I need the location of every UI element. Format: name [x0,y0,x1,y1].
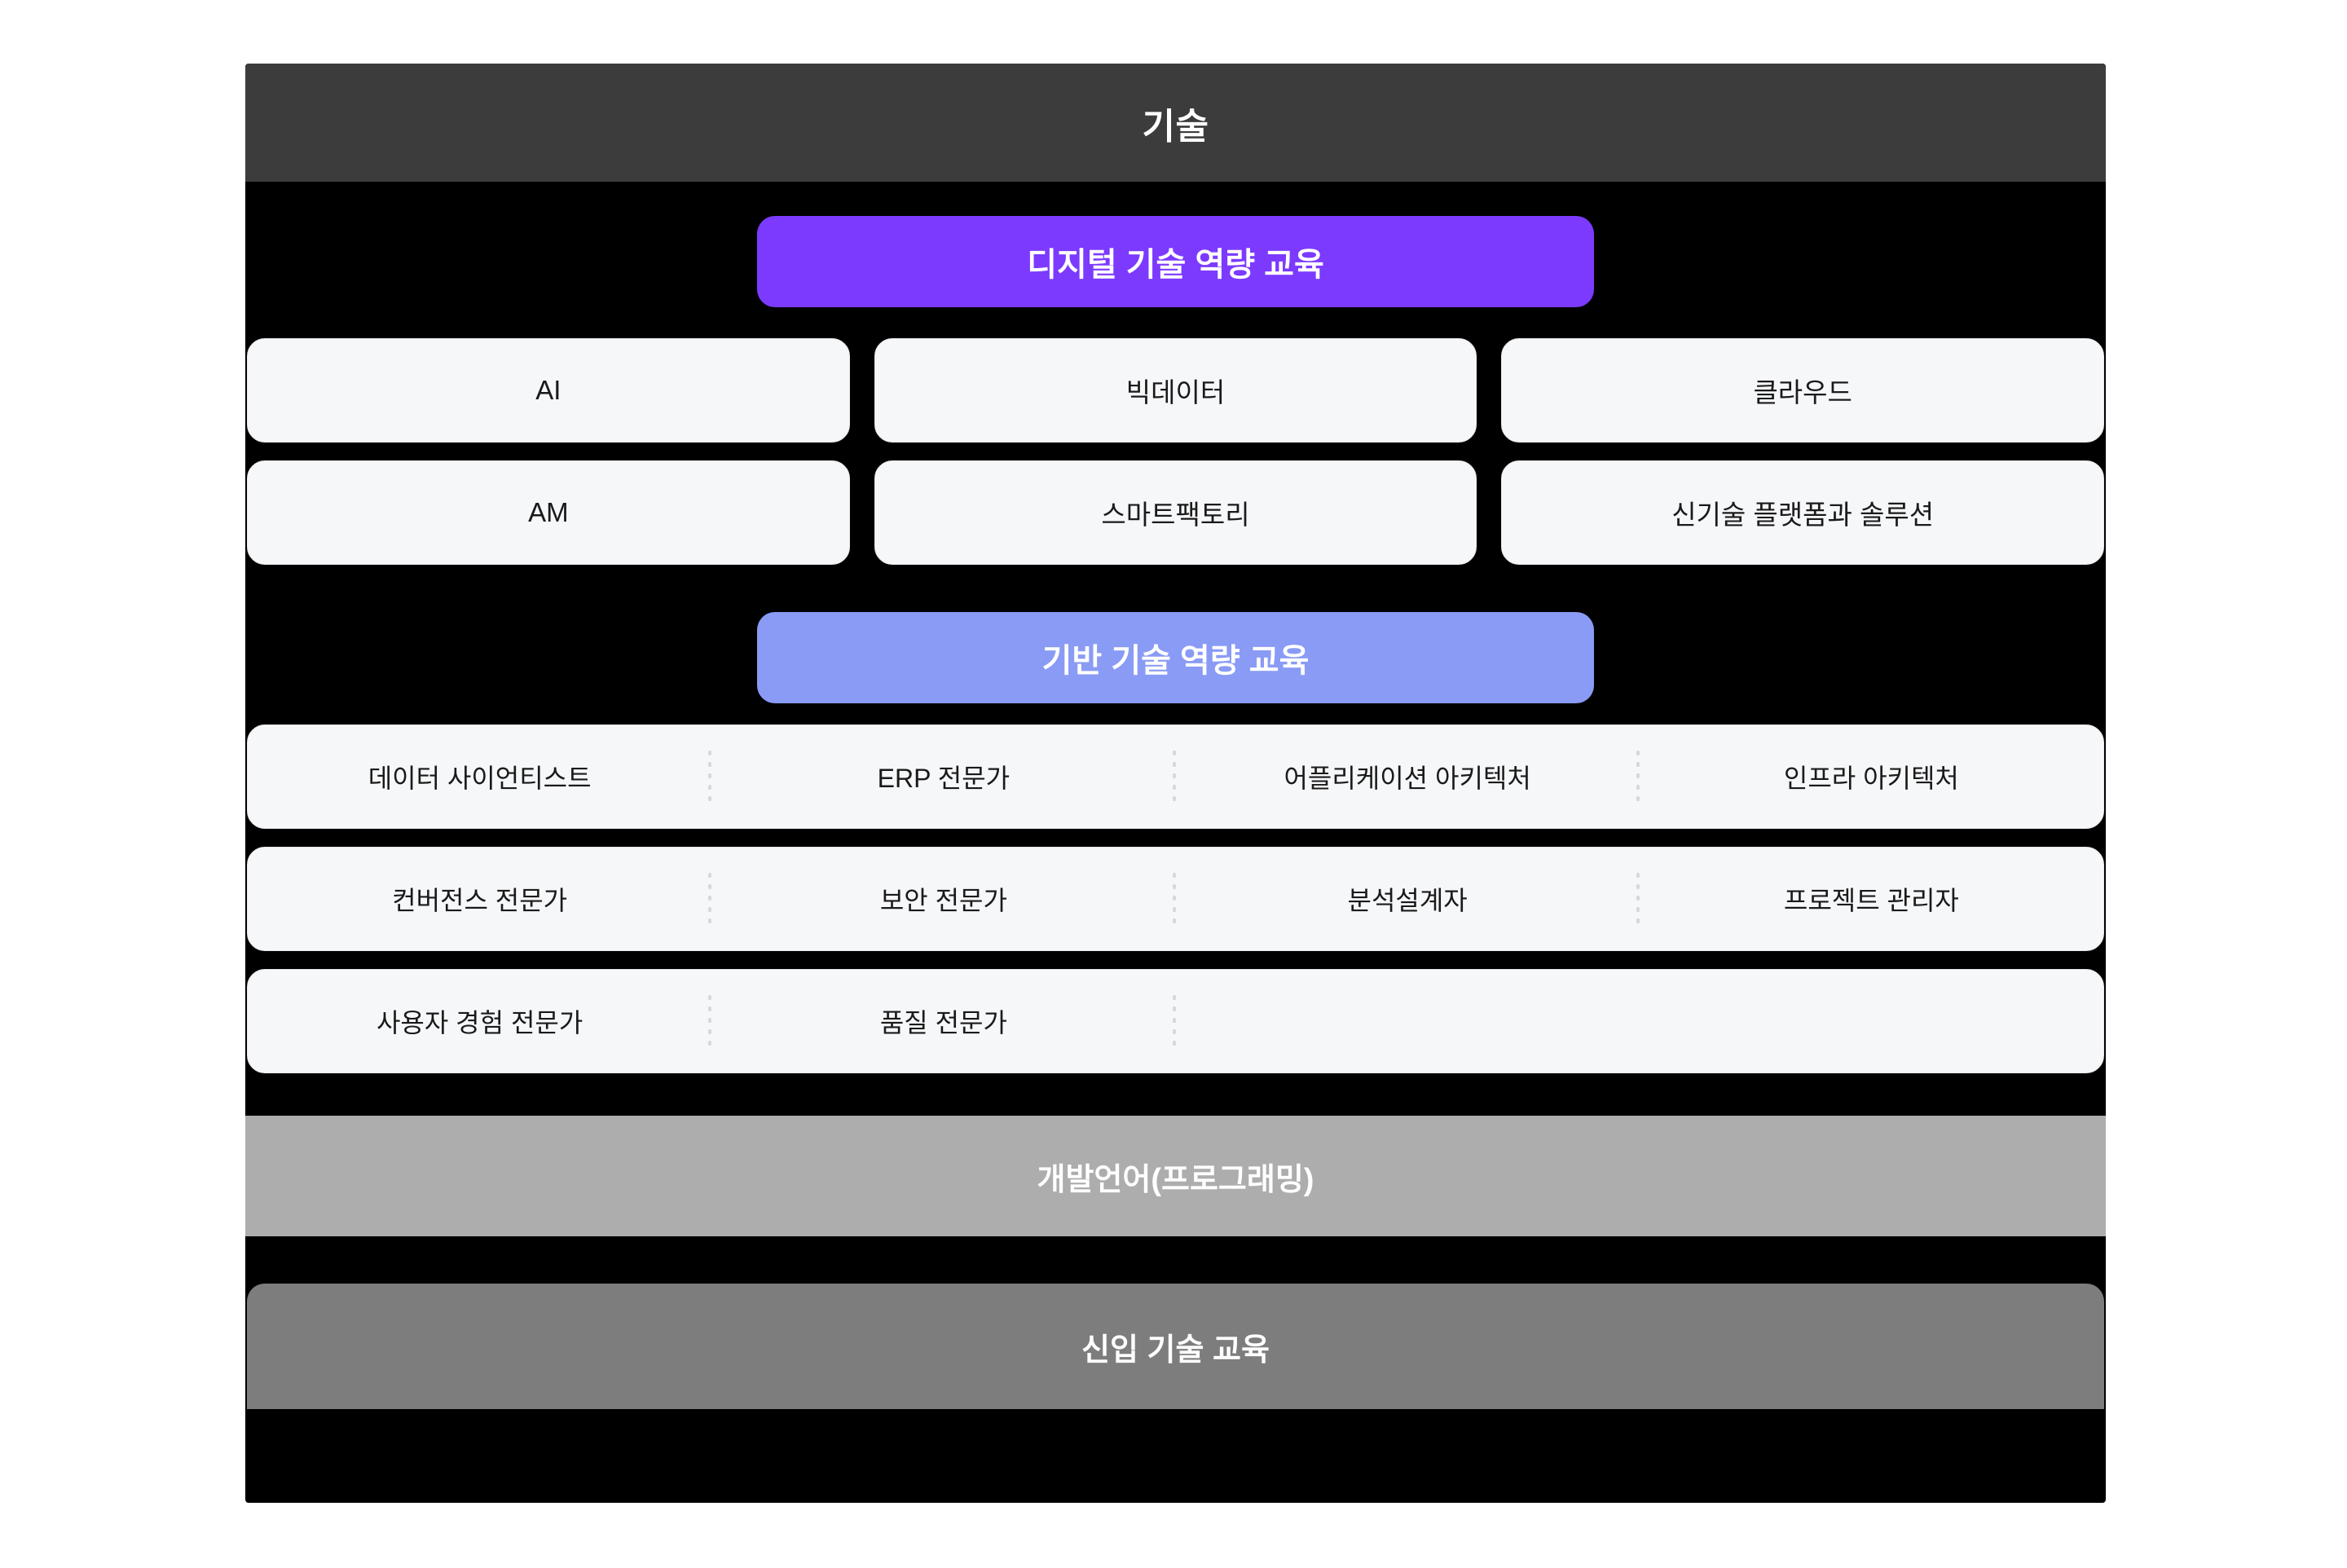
digital-competency-banner[interactable]: 디지털 기술 역량 교육 [757,216,1594,307]
board-header: 기술 [245,64,2106,182]
role-project-manager[interactable]: 프로젝트 관리자 [1640,848,2103,950]
card-label: 스마트팩토리 [1101,500,1250,530]
digital-card-grid: AI 빅데이터 클라우드 AM 스마트팩토리 신기술 플랫폼과 솔루션 [245,338,2106,565]
programming-language-bar[interactable]: 개발언어(프로그래밍) [245,1116,2106,1236]
base-banner-label: 기반 기술 역량 교육 [1041,643,1310,679]
newcomer-bar-wrap: 신입 기술 교육 [245,1284,2106,1409]
role-empty-slot [1640,970,2103,1072]
role-label: 프로젝트 관리자 [1783,886,1959,915]
role-analysis-designer[interactable]: 분석설계자 [1176,848,1640,950]
role-label: 보안 전문가 [879,886,1007,915]
role-label: ERP 전문가 [877,764,1011,793]
card-ai[interactable]: AI [247,338,850,443]
card-label: 신기술 플랫폼과 솔루션 [1671,500,1935,530]
role-erp-expert[interactable]: ERP 전문가 [711,725,1175,828]
base-banner-row: 기반 기술 역량 교육 [245,612,2106,703]
spacer [245,703,2106,725]
page-title: 기술 [1142,106,1209,147]
card-bigdata[interactable]: 빅데이터 [874,338,1477,443]
card-label: 클라우드 [1753,377,1852,407]
role-row: 사용자 경험 전문가 품질 전문가 [247,969,2104,1073]
card-cloud[interactable]: 클라우드 [1501,338,2104,443]
role-label: 데이터 사이언티스트 [368,764,592,793]
programming-language-label: 개발언어(프로그래밍) [1037,1162,1314,1197]
role-data-scientist[interactable]: 데이터 사이언티스트 [248,725,711,828]
card-label: 빅데이터 [1125,377,1226,407]
role-label: 사용자 경험 전문가 [376,1008,583,1037]
digital-banner-row: 디지털 기술 역량 교육 [245,216,2106,307]
base-competency-banner[interactable]: 기반 기술 역량 교육 [757,612,1594,703]
spacer [245,829,2106,847]
role-row: 데이터 사이언티스트 ERP 전문가 어플리케이션 아키텍처 인프라 아키텍처 [247,725,2104,829]
card-new-tech-platform[interactable]: 신기술 플랫폼과 솔루션 [1501,460,2104,565]
newcomer-training-label: 신입 기술 교육 [1081,1332,1270,1368]
role-label: 어플리케이션 아키텍처 [1284,764,1531,793]
role-label: 품질 전문가 [879,1008,1007,1037]
spacer [245,1236,2106,1284]
role-row: 컨버전스 전문가 보안 전문가 분석설계자 프로젝트 관리자 [247,847,2104,951]
spacer [245,1073,2106,1116]
role-application-architect[interactable]: 어플리케이션 아키텍처 [1176,725,1640,828]
card-label: AM [528,497,569,527]
digital-banner-label: 디지털 기술 역량 교육 [1027,247,1324,283]
newcomer-training-bar[interactable]: 신입 기술 교육 [247,1284,2104,1409]
role-label: 분석설계자 [1347,886,1468,915]
role-infra-architect[interactable]: 인프라 아키텍처 [1640,725,2103,828]
card-smart-factory[interactable]: 스마트팩토리 [874,460,1477,565]
role-quality-expert[interactable]: 품질 전문가 [711,970,1175,1072]
role-empty-slot [1176,970,1640,1072]
role-label: 인프라 아키텍처 [1783,764,1959,793]
role-convergence-expert[interactable]: 컨버전스 전문가 [248,848,711,950]
role-user-experience-expert[interactable]: 사용자 경험 전문가 [248,970,711,1072]
spacer [245,951,2106,969]
spacer [245,307,2106,338]
card-label: AI [535,375,561,405]
role-security-expert[interactable]: 보안 전문가 [711,848,1175,950]
technology-competency-board: 기술 디지털 기술 역량 교육 AI 빅데이터 클라우드 AM 스마트팩 [245,64,2106,1503]
spacer [245,182,2106,216]
role-label: 컨버전스 전문가 [392,886,568,915]
card-am[interactable]: AM [247,460,850,565]
spacer [245,565,2106,612]
